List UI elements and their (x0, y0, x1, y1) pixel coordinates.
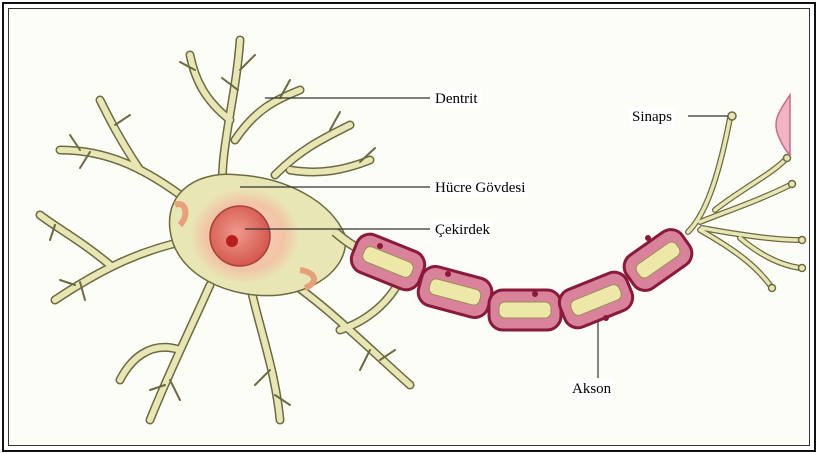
label-axon: Akson (569, 379, 614, 399)
label-dendrite: Dentrit (432, 89, 481, 109)
label-nucleus: Çekirdek (432, 220, 493, 240)
nucleus (210, 206, 270, 266)
myelin-sheath (347, 224, 697, 332)
label-synapse: Sinaps (629, 107, 675, 127)
target-cell (776, 95, 790, 155)
label-cell-body: Hücre Gövdesi (432, 178, 528, 198)
